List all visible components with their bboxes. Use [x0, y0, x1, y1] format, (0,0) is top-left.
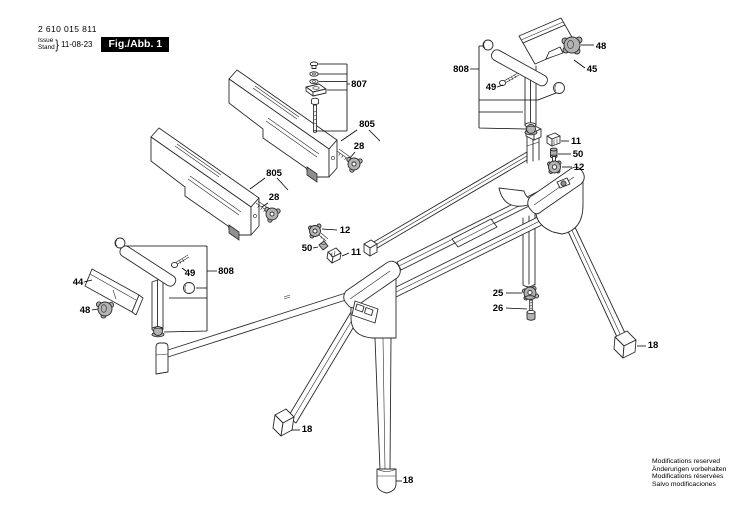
callout-28-upper: 28 [354, 141, 365, 152]
brace-glyph: } [55, 37, 59, 52]
screw-49-left [170, 254, 190, 269]
foot-front-left-18 [376, 468, 397, 494]
callout-25: 25 [493, 288, 504, 299]
stand-frame [272, 124, 637, 494]
callout-12-center: 12 [340, 225, 351, 236]
work-stop-assembly-top-right-808 [470, 17, 583, 136]
extension-arm-lower-805 [150, 127, 260, 241]
hardware-set-center-12-50-11 [308, 223, 342, 264]
screw-49-right [498, 72, 520, 87]
callout-45: 45 [587, 64, 598, 75]
callout-50-right: 50 [573, 149, 584, 160]
callout-48-left: 48 [80, 305, 91, 316]
callout-805-lower: 805 [266, 168, 283, 179]
support-rail-left [155, 282, 378, 375]
callout-48-right: 48 [596, 41, 607, 52]
callout-808-right: 808 [453, 64, 469, 75]
notice-en: Modifications reserved [652, 458, 720, 465]
callout-49-right: 49 [486, 82, 497, 93]
callout-11-right: 11 [571, 136, 582, 147]
issue-label: Issue [38, 36, 54, 44]
callout-28-lower: 28 [269, 192, 280, 203]
issue-date: 11-08-23 [61, 40, 93, 49]
post-nut-left [151, 326, 165, 338]
foot-back-left-18 [272, 408, 295, 437]
title-block: 2 610 015 811 Issue Stand } 11-08-23 Fig… [38, 24, 170, 52]
work-stop-assembly-left-808 [84, 237, 217, 338]
foot-right-18 [613, 330, 637, 359]
callout-44: 44 [73, 277, 84, 288]
bolt-12-right [547, 156, 562, 174]
figure-label: Fig./Abb. 1 [101, 37, 170, 52]
clamp-bolt-28-lower [255, 200, 281, 223]
callout-18-right: 18 [648, 340, 659, 351]
stop-bracket-45 [518, 17, 578, 65]
square-nut-11-center [326, 247, 342, 264]
callout-11-center: 11 [351, 247, 362, 258]
leveling-bolt-26 [526, 299, 536, 321]
callout-49-left: 49 [185, 268, 196, 279]
callout-807: 807 [351, 79, 367, 90]
left-end-housing [343, 260, 401, 339]
callout-805-upper: 805 [359, 119, 376, 130]
callout-18-backleft: 18 [302, 424, 313, 435]
callout-808-left: 808 [218, 266, 234, 277]
spacer-50-center [318, 240, 329, 251]
square-nut-11-right [546, 132, 561, 147]
callout-18-front: 18 [403, 475, 414, 486]
callout-labels: 807 805 28 805 28 48 45 808 49 11 50 12 … [73, 41, 659, 486]
extension-arm-upper-805 [228, 69, 338, 183]
document-part-number: 2 610 015 811 [38, 24, 97, 34]
post-nut-top-right [524, 124, 538, 136]
hardware-set-right-11-50-12 [546, 132, 562, 174]
callout-leader-lines [83, 44, 646, 482]
callout-26: 26 [493, 303, 504, 314]
lock-knob-48-right [561, 36, 583, 55]
modification-notice: Modifications reserved Änderungen vorbeh… [652, 458, 726, 488]
notice-de: Änderungen vorbehalten [652, 465, 727, 473]
callout-12-right: 12 [574, 162, 585, 173]
callout-50-center: 50 [302, 243, 313, 254]
notice-es: Salvo modificaciones [652, 480, 716, 488]
stop-plate-44 [84, 268, 144, 316]
spacer-50-right [550, 147, 558, 159]
notice-fr: Modifications réservées [652, 473, 724, 481]
issue-stand-labels: Issue Stand [38, 36, 55, 51]
lock-knob-48-left [95, 301, 115, 319]
bolt-12-center [308, 223, 329, 242]
leg-right [565, 222, 626, 338]
clamp-bolt-28-upper [336, 148, 363, 173]
right-end-housing [527, 166, 585, 235]
clamp-kit-807 [305, 61, 350, 133]
leveling-nut-25 [521, 285, 540, 301]
stand-label: Stand [38, 43, 55, 51]
